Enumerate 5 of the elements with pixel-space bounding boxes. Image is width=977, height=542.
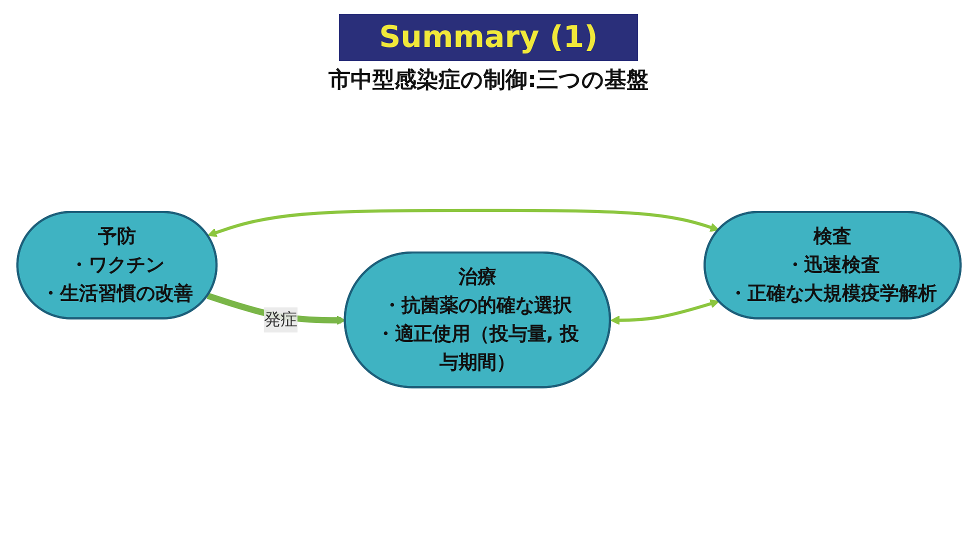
subtitle: 市中型感染症の制御:三つの基盤	[328, 66, 648, 95]
arrow	[207, 209, 719, 238]
edge-label: 発症	[263, 310, 298, 330]
title-banner: Summary (1)	[339, 14, 638, 61]
arrow	[610, 299, 719, 326]
